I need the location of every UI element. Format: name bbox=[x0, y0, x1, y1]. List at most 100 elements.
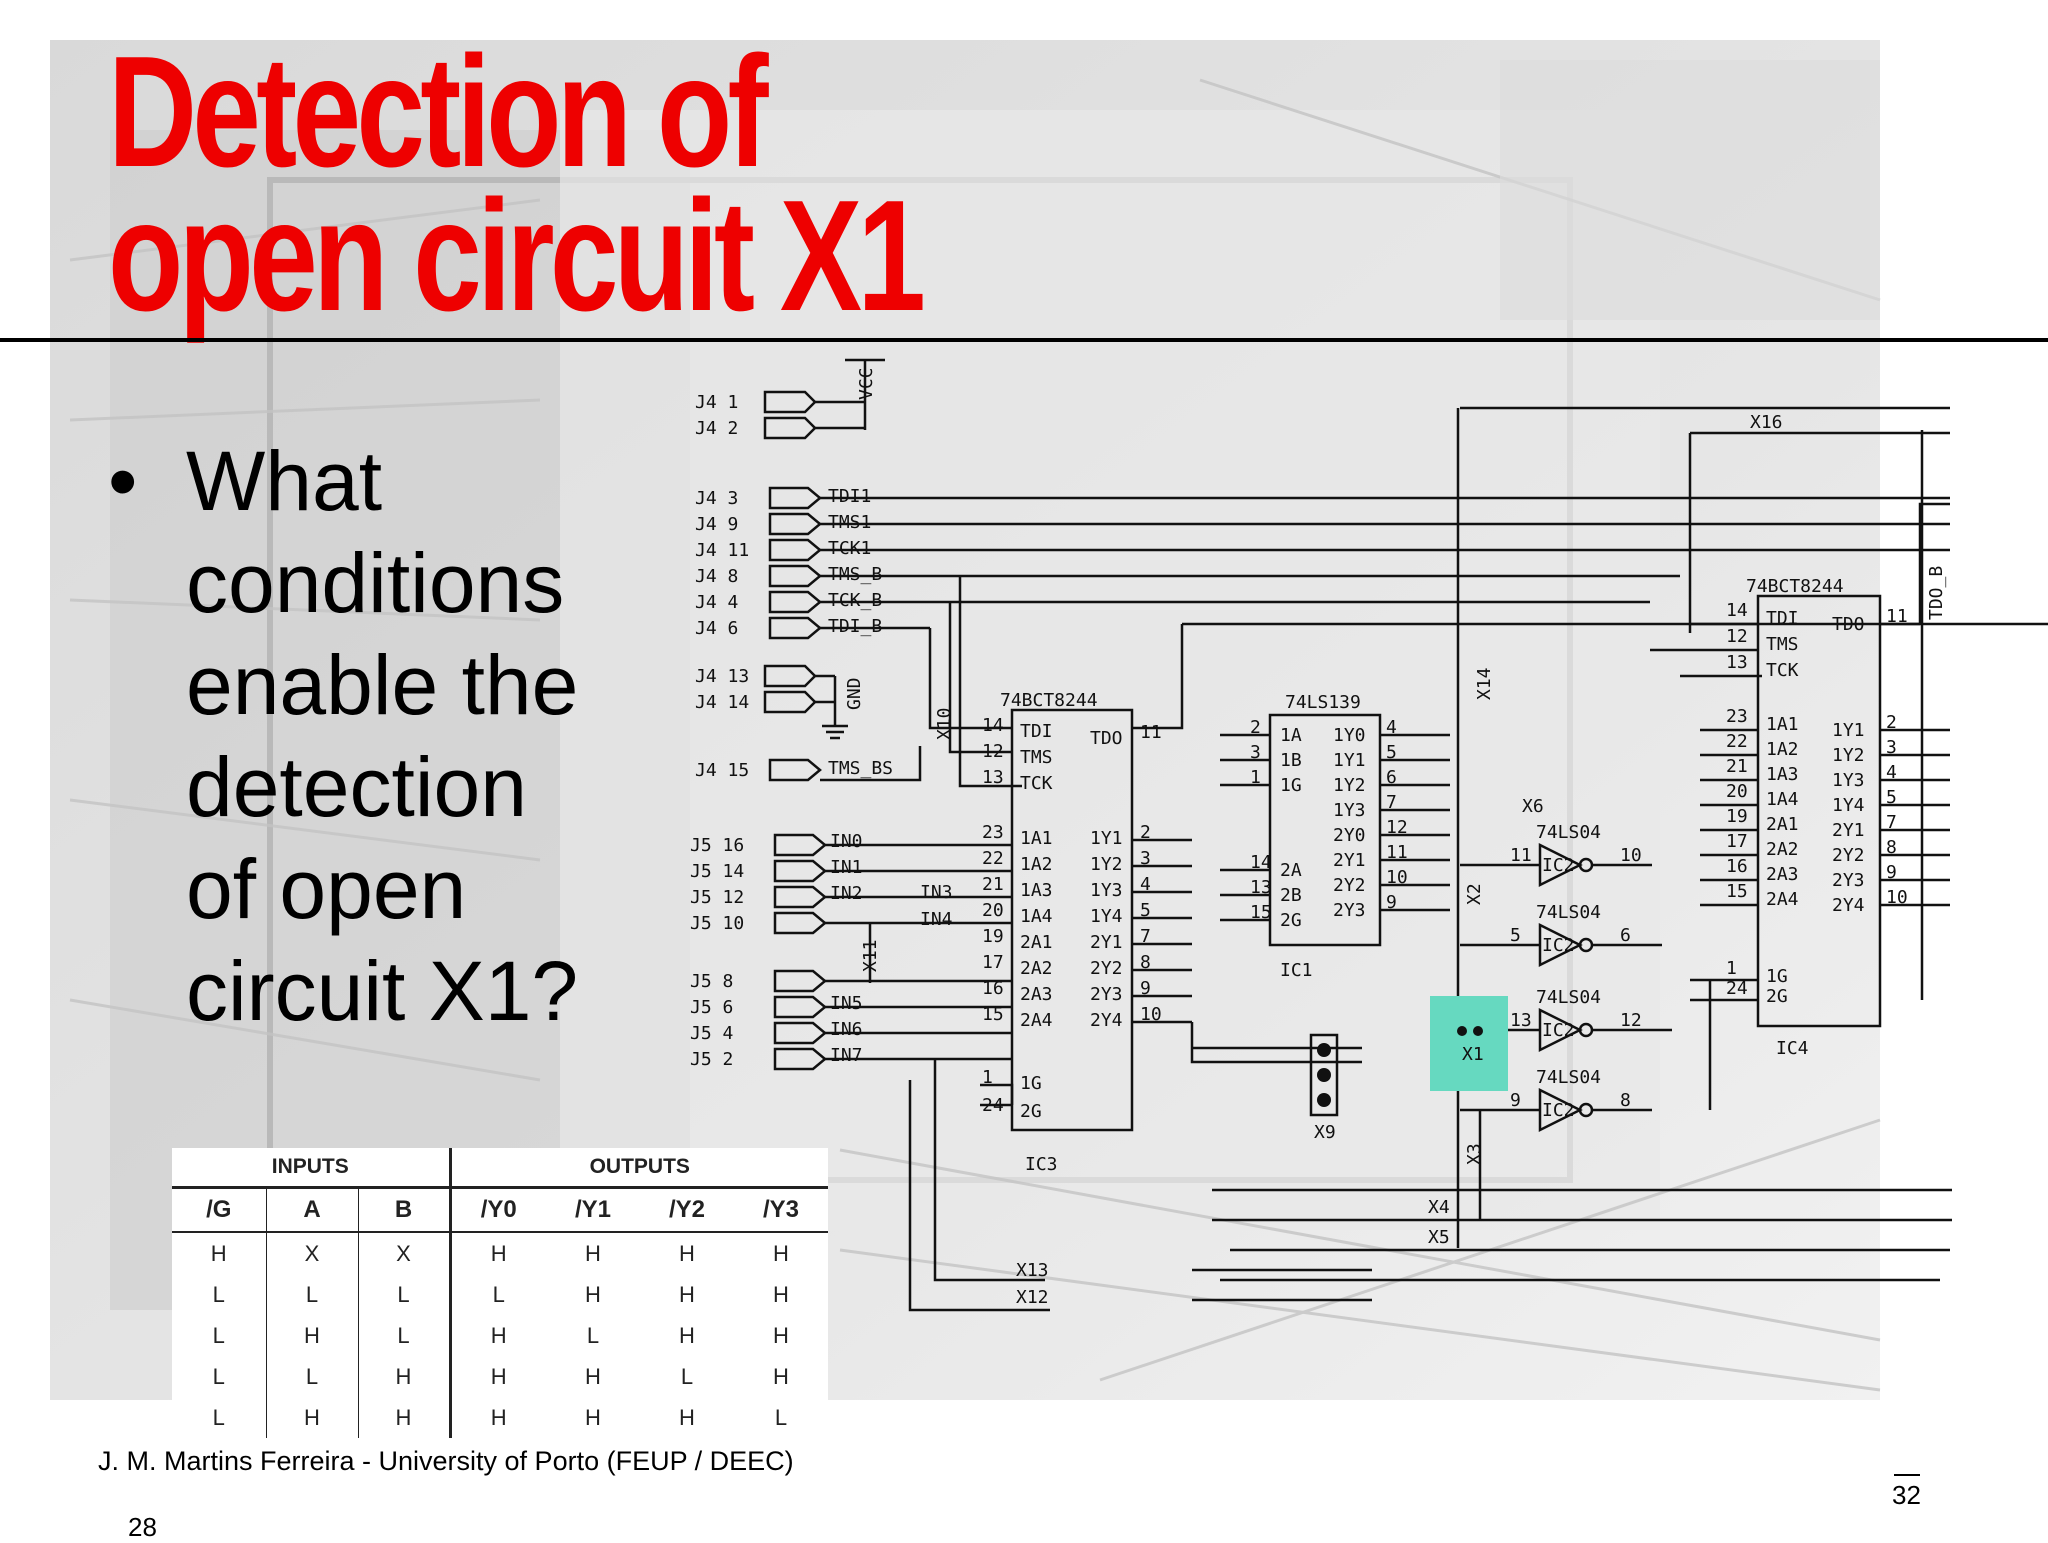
ic1-name: IC1 bbox=[1280, 960, 1313, 981]
pin-label: 2G bbox=[1766, 986, 1788, 1007]
table-cell: H bbox=[679, 1404, 695, 1430]
signal-label: TCK_B bbox=[828, 590, 882, 611]
pin-number: 10 bbox=[1886, 887, 1908, 908]
table-cell: H bbox=[448, 1315, 546, 1356]
inverter-label: IC2 bbox=[1542, 1020, 1575, 1041]
inverter3-part: 74LS04 bbox=[1536, 987, 1601, 1008]
column-header: /Y3 bbox=[734, 1187, 828, 1233]
pin-number: 1 bbox=[1250, 767, 1261, 788]
pin-number: 24 bbox=[1726, 978, 1748, 999]
pin-label: 1A3 bbox=[1020, 880, 1053, 901]
pin-number: 9 bbox=[1140, 978, 1151, 999]
connector-pin-label: J4 14 bbox=[695, 692, 749, 713]
pin-label: 1G bbox=[1020, 1073, 1042, 1094]
footer-credit: J. M. Martins Ferreira - University of P… bbox=[98, 1446, 794, 1476]
signal-label: TMS_BS bbox=[828, 758, 893, 779]
pin-number: 17 bbox=[982, 952, 1004, 973]
table-cell: H bbox=[448, 1232, 546, 1274]
bullet-line: detection bbox=[186, 740, 527, 834]
table-cell: H bbox=[773, 1240, 789, 1266]
connector-pin-label: J5 6 bbox=[690, 997, 733, 1018]
pin-number: 2 bbox=[1886, 712, 1897, 733]
table-cell: L bbox=[357, 1274, 450, 1315]
pin-label: 2Y3 bbox=[1090, 984, 1123, 1005]
page-number-rule bbox=[1894, 1474, 1920, 1476]
table-cell: H bbox=[773, 1281, 789, 1307]
table-cell: L bbox=[212, 1363, 225, 1389]
table-cell: H bbox=[773, 1363, 789, 1389]
pin-label: 1A4 bbox=[1766, 789, 1799, 810]
pin-number: 16 bbox=[982, 978, 1004, 999]
title-line-1: Detection of bbox=[108, 24, 769, 200]
table-cell: H bbox=[585, 1281, 601, 1307]
column-header: /Y2 bbox=[640, 1187, 734, 1233]
pin-label: 1Y2 bbox=[1090, 854, 1123, 875]
connector-pin-label: J4 15 bbox=[695, 760, 749, 781]
title-line-2: open circuit X1 bbox=[108, 168, 926, 344]
pin-label: 2G bbox=[1280, 910, 1302, 931]
pin-label: 1Y3 bbox=[1832, 770, 1865, 791]
pin-number: 5 bbox=[1386, 742, 1397, 763]
pin-label: 1A4 bbox=[1020, 906, 1053, 927]
pin-number: 5 bbox=[1140, 900, 1151, 921]
table-cell: H bbox=[448, 1397, 546, 1438]
pin-label: TMS bbox=[1766, 634, 1799, 655]
pin-label: TCK bbox=[1766, 660, 1799, 681]
pin-label: 2Y1 bbox=[1832, 820, 1865, 841]
table-cell: H bbox=[265, 1315, 358, 1356]
pin-label: 1Y4 bbox=[1090, 906, 1123, 927]
pin-label: 1Y4 bbox=[1832, 795, 1865, 816]
connector-pin-label: J4 2 bbox=[695, 418, 738, 439]
pin-label: 1G bbox=[1280, 775, 1302, 796]
pin-label: 1Y3 bbox=[1333, 800, 1366, 821]
pin-label: TDO bbox=[1090, 728, 1123, 749]
bullet-line: conditions bbox=[186, 536, 565, 630]
pin-number: 13 bbox=[1250, 877, 1272, 898]
pin-label: 1A1 bbox=[1020, 828, 1053, 849]
connector-pin-label: J5 14 bbox=[690, 861, 744, 882]
pin-number: 1 bbox=[982, 1067, 993, 1088]
column-header: /G bbox=[172, 1187, 266, 1233]
pin-label: 1A2 bbox=[1020, 854, 1053, 875]
connector-pin-label: J4 11 bbox=[695, 540, 749, 561]
pin-number: 22 bbox=[982, 848, 1004, 869]
inverter-label: IC2 bbox=[1542, 935, 1575, 956]
ic4-part: 74BCT8244 bbox=[1746, 576, 1844, 597]
pin-label: 2B bbox=[1280, 885, 1302, 906]
table-cell: H bbox=[265, 1397, 358, 1438]
pin-number: 9 bbox=[1886, 862, 1897, 883]
pin-label: TCK bbox=[1020, 773, 1053, 794]
pin-number: 3 bbox=[1886, 737, 1897, 758]
pin-number: 11 bbox=[1886, 606, 1908, 627]
pin-number: 22 bbox=[1726, 731, 1748, 752]
x14-label: X14 bbox=[1474, 667, 1495, 700]
ic1-part: 74LS139 bbox=[1285, 692, 1361, 713]
signal-label: IN6 bbox=[830, 1019, 863, 1040]
pin-number: 19 bbox=[1726, 806, 1748, 827]
column-header: A bbox=[265, 1187, 358, 1233]
connector-pin-label: J5 4 bbox=[690, 1023, 733, 1044]
pin-number: 15 bbox=[982, 1004, 1004, 1025]
pin-label: 2A3 bbox=[1020, 984, 1053, 1005]
bullet-line: enable the bbox=[186, 638, 579, 732]
pin-label: 1Y0 bbox=[1333, 725, 1366, 746]
pin-label: 1Y1 bbox=[1090, 828, 1123, 849]
pin-number: 12 bbox=[1386, 817, 1408, 838]
pin-number: 7 bbox=[1140, 926, 1151, 947]
ic3-name: IC3 bbox=[1025, 1154, 1058, 1175]
pin-label: TMS bbox=[1020, 747, 1053, 768]
pin-number: 4 bbox=[1140, 874, 1151, 895]
x6-label: X6 bbox=[1522, 796, 1544, 817]
table-cell: L bbox=[680, 1363, 694, 1389]
pin-number: 14 bbox=[1726, 600, 1748, 621]
pin-number: 24 bbox=[982, 1095, 1004, 1116]
connector-pin-label: J4 6 bbox=[695, 618, 738, 639]
pin-number: 10 bbox=[1140, 1004, 1162, 1025]
ic3-part: 74BCT8244 bbox=[1000, 690, 1098, 711]
pin-label: 2A4 bbox=[1020, 1010, 1053, 1031]
pin-number: 8 bbox=[1886, 837, 1897, 858]
gnd-label: GND bbox=[844, 677, 865, 710]
